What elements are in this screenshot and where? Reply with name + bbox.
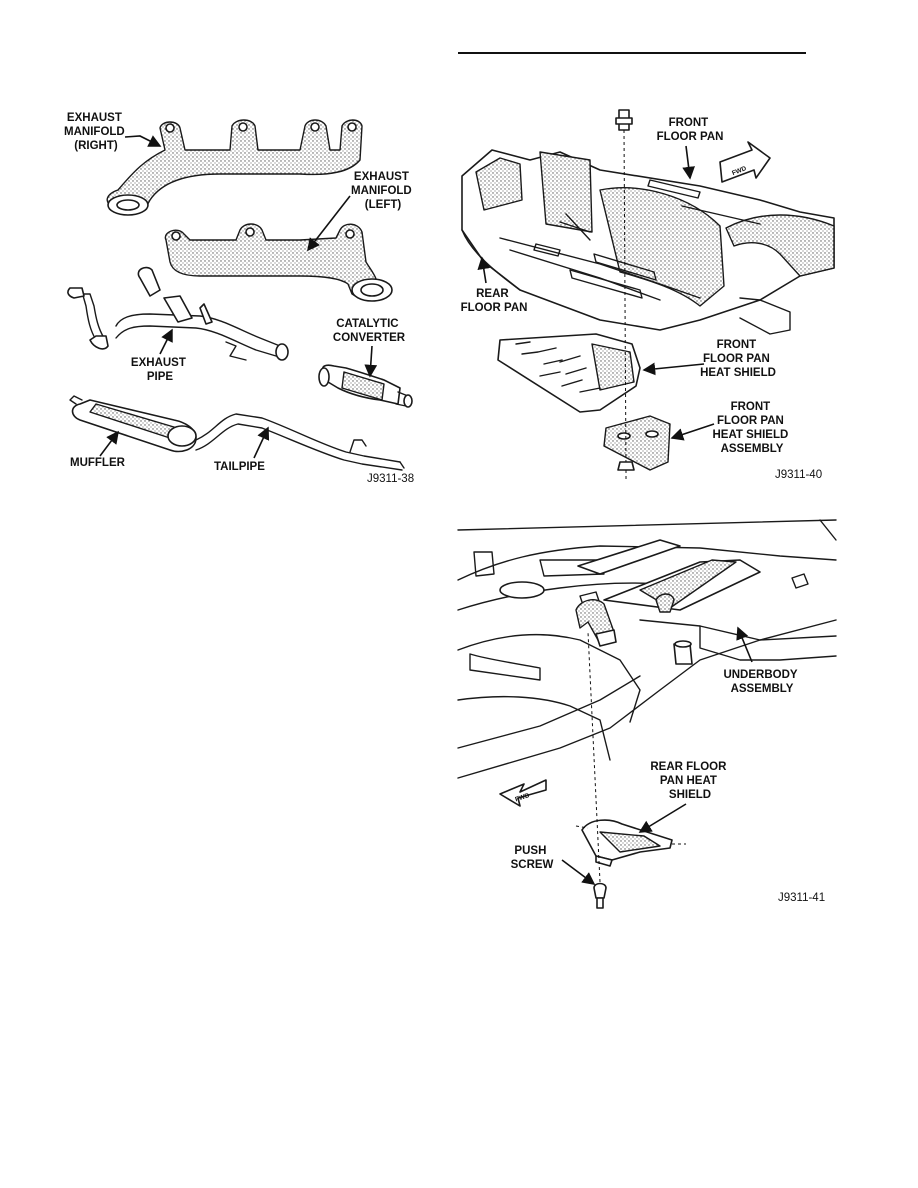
muffler-part bbox=[69, 395, 197, 453]
front-floor-pan-heat-shield-assembly-part bbox=[603, 415, 671, 471]
leader-push-screw bbox=[561, 859, 596, 885]
catalytic-converter-part bbox=[318, 364, 413, 408]
front-floor-pan-figure: FWD FRONT FLOOR PAN REAR FLOOR PAN FRONT… bbox=[461, 109, 835, 482]
rear-floor-pan-figure: FWD UNDERBODY ASSEMBLY REAR FLOOR PAN HE… bbox=[457, 519, 837, 909]
leader-exhaust-pipe bbox=[159, 328, 173, 355]
front-floor-pan-heat-shield-part bbox=[497, 333, 641, 413]
leader-muffler bbox=[99, 430, 119, 457]
figure-id-j9311-40: J9311-40 bbox=[775, 469, 822, 481]
fastener-bolt-top bbox=[615, 109, 633, 131]
leader-front-floor-pan bbox=[682, 145, 695, 180]
push-screw-label: PUSH SCREW bbox=[511, 845, 554, 871]
fastener-nut-bottom bbox=[617, 461, 635, 482]
exhaust-manifold-right-label: EXHAUST MANIFOLD (RIGHT) bbox=[64, 112, 128, 152]
rear-floor-pan-heat-shield-label: REAR FLOOR PAN HEAT SHIELD bbox=[650, 761, 729, 801]
leader-underbody-assembly bbox=[736, 626, 753, 663]
leader-exhaust-manifold-left bbox=[307, 195, 351, 252]
exhaust-pipe-part bbox=[67, 266, 289, 361]
catalytic-converter-label: CATALYTIC CONVERTER bbox=[333, 318, 406, 344]
fwd-text: FWD bbox=[514, 792, 531, 803]
figure-id-j9311-38: J9311-38 bbox=[367, 473, 414, 485]
exhaust-system-figure: EXHAUST MANIFOLD (RIGHT) EXHAUST MANIFOL… bbox=[64, 112, 415, 485]
underbody-assembly-label: UNDERBODY ASSEMBLY bbox=[723, 669, 800, 695]
push-screw-part bbox=[593, 882, 607, 909]
front-floor-pan-heat-shield-assembly-label: FRONT FLOOR PAN HEAT SHIELD ASSEMBLY bbox=[712, 401, 791, 455]
figure-id-j9311-41: J9311-41 bbox=[778, 892, 825, 904]
leader-catalytic-converter bbox=[364, 345, 378, 378]
exhaust-manifold-right-part bbox=[106, 119, 363, 216]
muffler-label: MUFFLER bbox=[70, 457, 126, 469]
front-floor-pan-label: FRONT FLOOR PAN bbox=[657, 117, 724, 143]
exhaust-manifold-left-label: EXHAUST MANIFOLD (LEFT) bbox=[351, 171, 415, 211]
floor-pan-body bbox=[461, 149, 835, 335]
rear-floor-pan-heat-shield-part bbox=[575, 819, 686, 867]
leader-rear-floor-pan-heat-shield bbox=[638, 803, 687, 833]
leader-rear-floor-pan bbox=[477, 256, 491, 284]
tailpipe-label: TAILPIPE bbox=[214, 461, 265, 473]
underbody-assembly-part bbox=[457, 519, 837, 779]
leader-front-floor-pan-heat-shield bbox=[642, 362, 705, 376]
exhaust-pipe-label: EXHAUST PIPE bbox=[131, 357, 189, 383]
exhaust-manifold-left-part bbox=[164, 223, 393, 302]
front-floor-pan-heat-shield-label: FRONT FLOOR PAN HEAT SHIELD bbox=[700, 339, 776, 379]
seat-rails-part bbox=[577, 539, 761, 613]
fwd-arrow-icon: FWD bbox=[499, 779, 547, 807]
shield-bracket-part bbox=[575, 599, 617, 647]
rear-floor-pan-label: REAR FLOOR PAN bbox=[461, 288, 528, 314]
leader-front-floor-pan-heat-shield-assembly bbox=[670, 423, 715, 441]
leader-exhaust-manifold-right bbox=[124, 135, 162, 147]
leader-tailpipe bbox=[253, 426, 270, 459]
fwd-arrow-icon: FWD bbox=[719, 141, 771, 183]
alignment-dashed-line bbox=[623, 129, 627, 471]
